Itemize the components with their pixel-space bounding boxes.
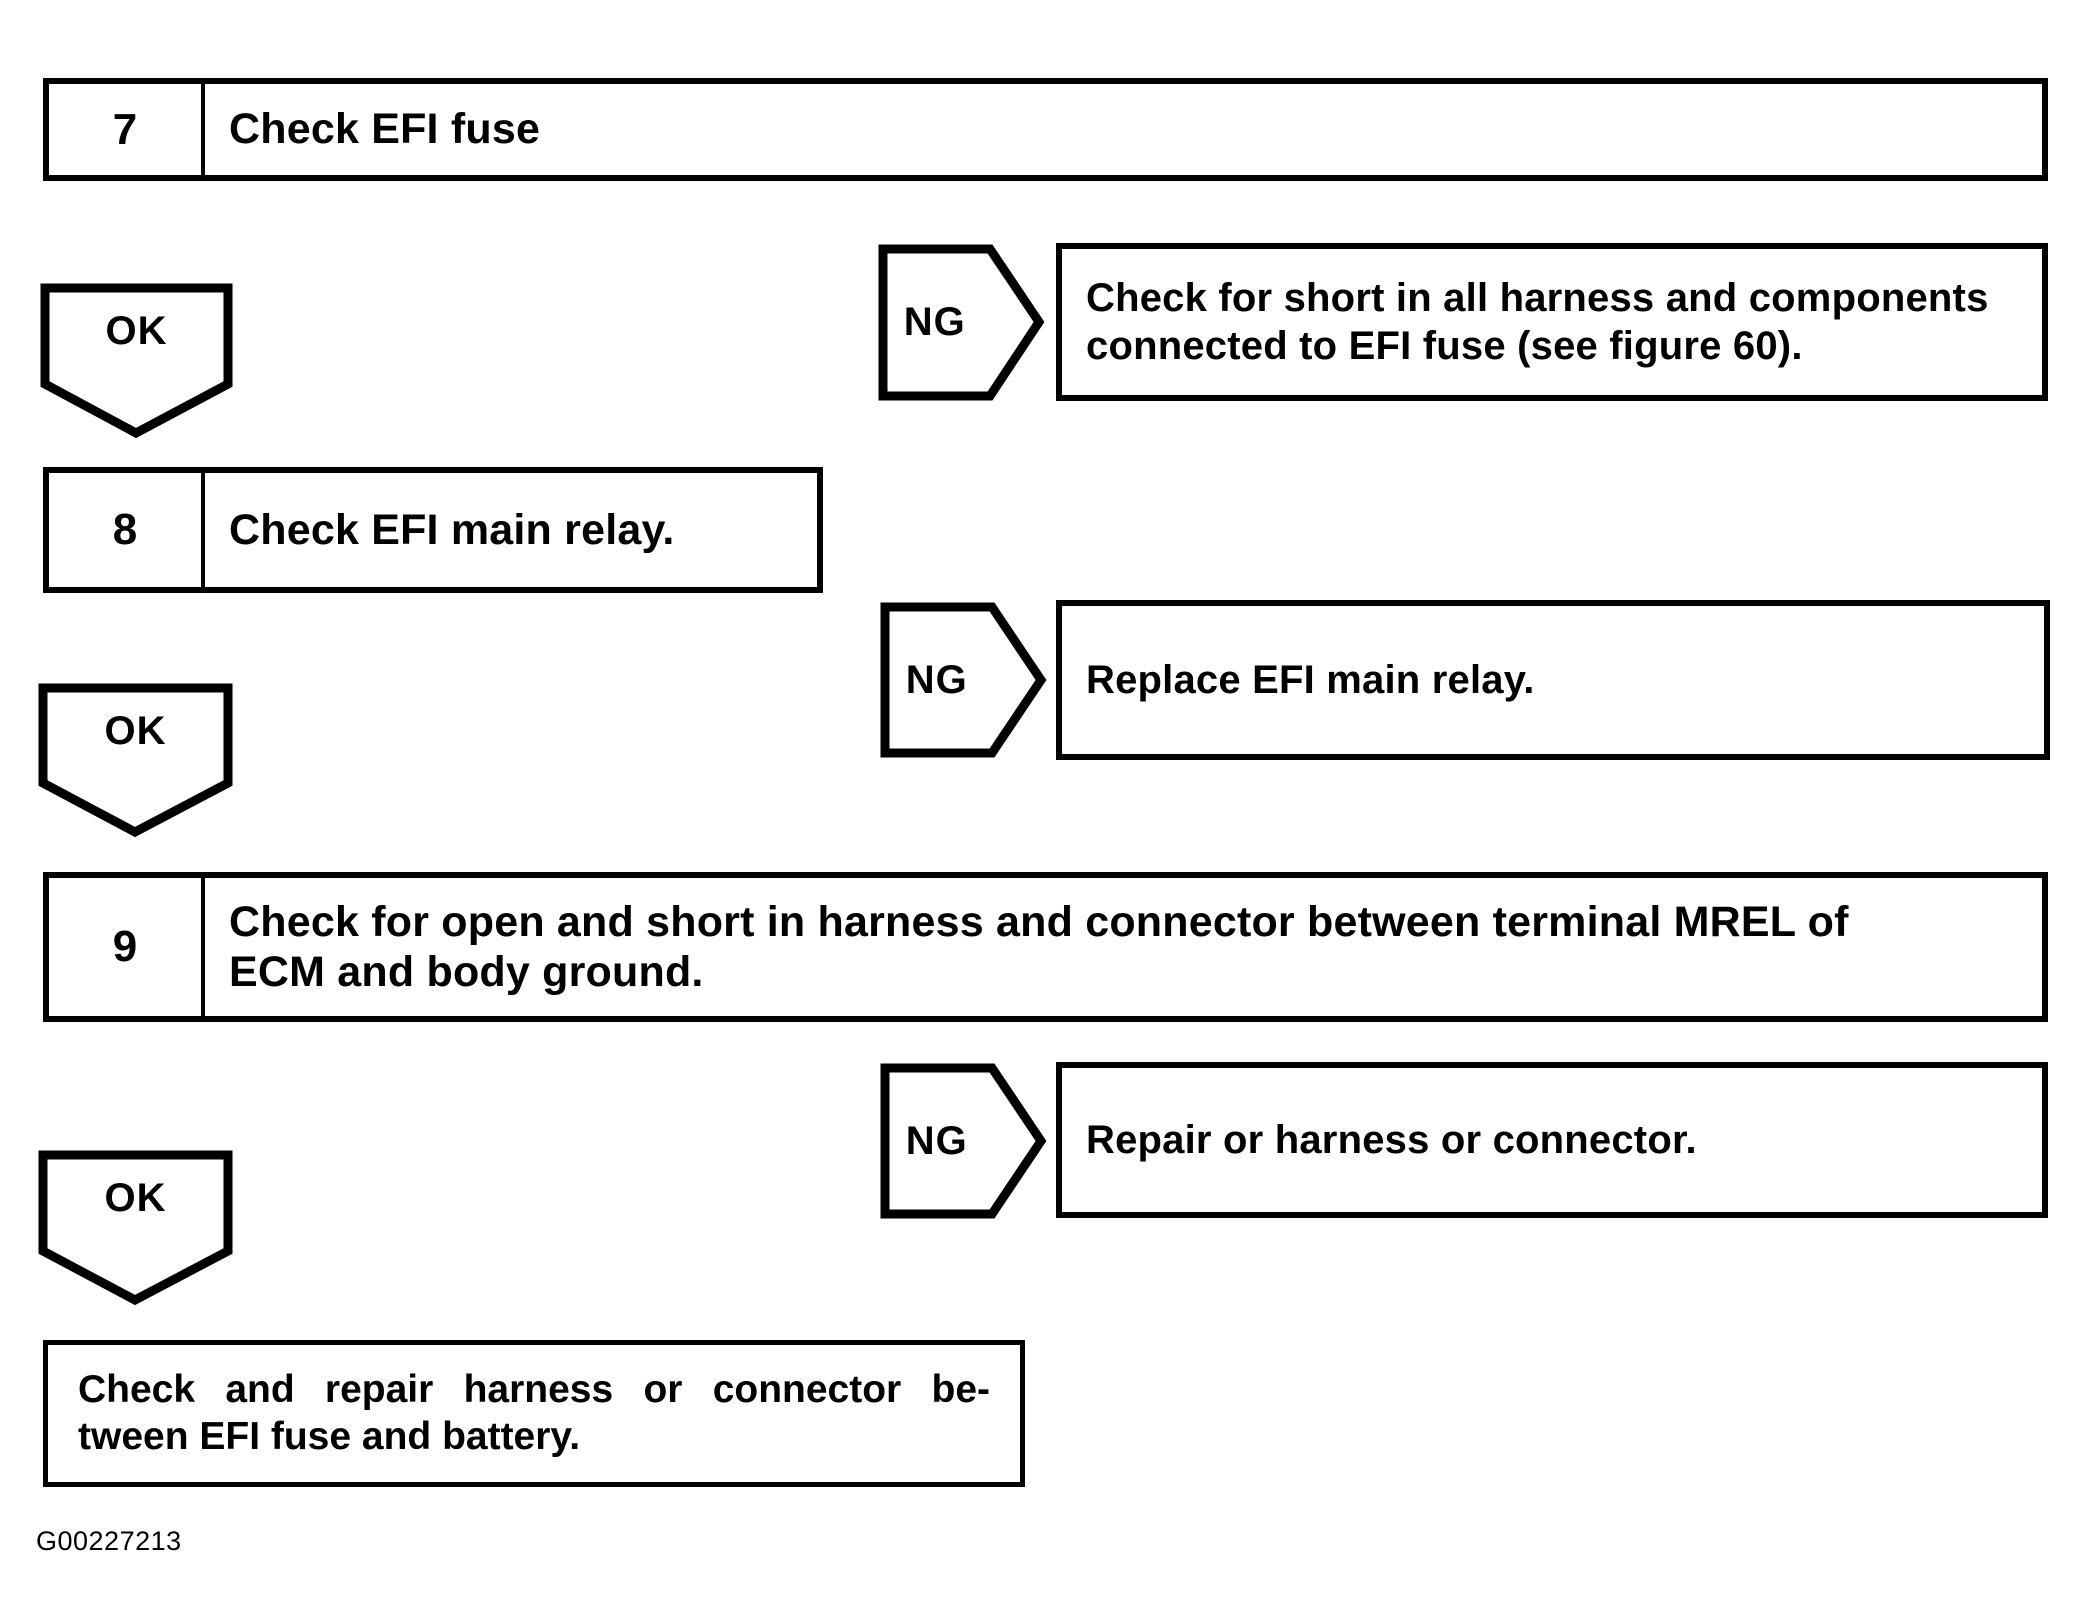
step-number: 7 [49, 84, 205, 175]
step-label: Check for open and short in harness and … [205, 878, 1869, 1016]
ng-arrow-2: NG [880, 602, 1047, 758]
step-label: Check EFI fuse [205, 84, 560, 175]
ok-arrow-1: OK [40, 283, 233, 440]
ng-arrow-1: NG [878, 244, 1045, 401]
terminal-line: Check and repair harness or connector be… [78, 1367, 990, 1411]
step-label-line: Check EFI fuse [229, 105, 541, 154]
step-box-9: 9 Check for open and short in harness an… [43, 872, 2048, 1022]
ng-arrow-label: NG [905, 1118, 968, 1163]
step-number: 9 [49, 878, 205, 1016]
ok-arrow-2: OK [38, 683, 233, 839]
ok-arrow-icon [38, 683, 233, 838]
ok-arrow-icon [40, 283, 233, 439]
step-label-line: Check EFI main relay. [229, 505, 675, 554]
result-line: Replace EFI main relay. [1086, 658, 1535, 702]
step-label-line: Check for open and short in harness and … [229, 897, 1849, 946]
ok-arrow-label: OK [104, 1176, 167, 1221]
figure-code: G00227213 [36, 1526, 182, 1556]
result-line: Repair or harness or connector. [1086, 1118, 1697, 1162]
result-box-3: Repair or harness or connector. [1056, 1062, 2048, 1218]
ok-arrow-3: OK [38, 1150, 233, 1307]
ng-arrow-label: NG [903, 300, 966, 344]
result-line: Check for short in all harness and compo… [1086, 276, 1989, 320]
ok-arrow-label: OK [104, 708, 167, 753]
ok-arrow-icon [38, 1150, 233, 1306]
step-box-7: 7 Check EFI fuse [43, 78, 2048, 181]
terminal-box: Check and repair harness or connector be… [43, 1340, 1025, 1487]
result-line: connected to EFI fuse (see figure 60). [1086, 324, 1803, 368]
ng-arrow-label: NG [905, 657, 968, 702]
ng-arrow-icon [878, 244, 1045, 401]
result-box-2: Replace EFI main relay. [1056, 600, 2050, 760]
ng-arrow-icon [880, 602, 1047, 758]
ng-arrow-3: NG [880, 1063, 1047, 1219]
result-box-1: Check for short in all harness and compo… [1056, 243, 2048, 401]
ng-arrow-icon [880, 1063, 1047, 1219]
step-label-line: ECM and body ground. [229, 948, 704, 996]
step-box-8: 8 Check EFI main relay. [43, 467, 823, 593]
step-number: 8 [49, 473, 205, 587]
terminal-line: tween EFI fuse and battery. [78, 1414, 581, 1458]
step-label: Check EFI main relay. [205, 473, 695, 587]
ok-arrow-label: OK [105, 309, 168, 354]
